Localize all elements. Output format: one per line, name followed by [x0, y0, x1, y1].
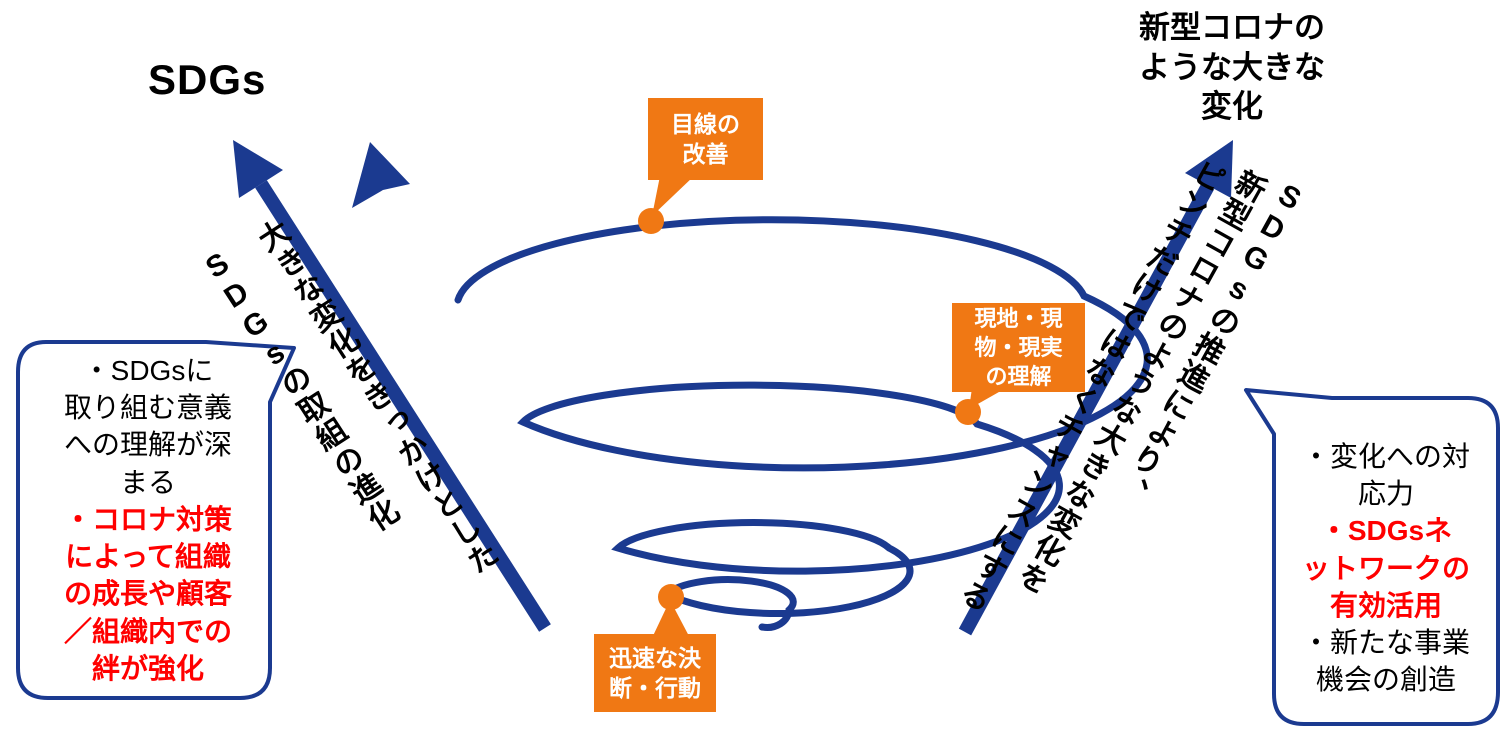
right-arrow-shaft [958, 182, 1215, 636]
left-arrowhead-icon [233, 140, 283, 198]
callout-gaze-improvement: 目線の 改善 [648, 98, 763, 180]
spiral-coil [454, 216, 1151, 631]
callout-action-pointer [652, 600, 690, 638]
callout-quick-action: 迅速な決 断・行動 [594, 634, 716, 712]
callout-genba-pointer [969, 388, 1006, 409]
right-bubble-normal-text-1: ・変化への対 応力 [1301, 441, 1470, 510]
left-arrow-shaft [255, 180, 551, 632]
spiral-dot-gaze [638, 208, 664, 234]
left-bubble-normal-text: ・SDGsに 取り組む意義 への理解が深 まる [63, 355, 232, 498]
spiral-end-arrowhead-icon [352, 142, 410, 208]
sdgs-heading: SDGs [148, 56, 267, 103]
callout-genba-understanding: 現地・現 物・現実 の理解 [952, 303, 1085, 392]
spiral-dot-genba [955, 399, 981, 425]
right-bubble-text: ・変化への対 応力 ・SDGsネ ットワークの 有効活用 ・新たな事業 機会の創… [1282, 438, 1490, 699]
left-bubble-highlight-text: ・コロナ対策 によって組織 の成長や顧客 ／組織内での 絆が強化 [63, 503, 232, 684]
left-speech-bubble [16, 340, 296, 700]
right-bubble-normal-text-2: ・新たな事業 機会の創造 [1301, 627, 1470, 696]
callout-gaze-pointer [652, 176, 694, 216]
left-bubble-text: ・SDGsに 取り組む意義 への理解が深 まる ・コロナ対策 によって組織 の成… [26, 352, 270, 687]
right-bubble-highlight-text: ・SDGsネ ットワークの 有効活用 [1301, 515, 1470, 621]
right-arrowhead-icon [1185, 140, 1233, 198]
spiral-dot-action [658, 584, 684, 610]
right-speech-bubble [1244, 388, 1500, 726]
covid-change-heading: 新型コロナの ような大きな 変化 [1139, 10, 1325, 125]
